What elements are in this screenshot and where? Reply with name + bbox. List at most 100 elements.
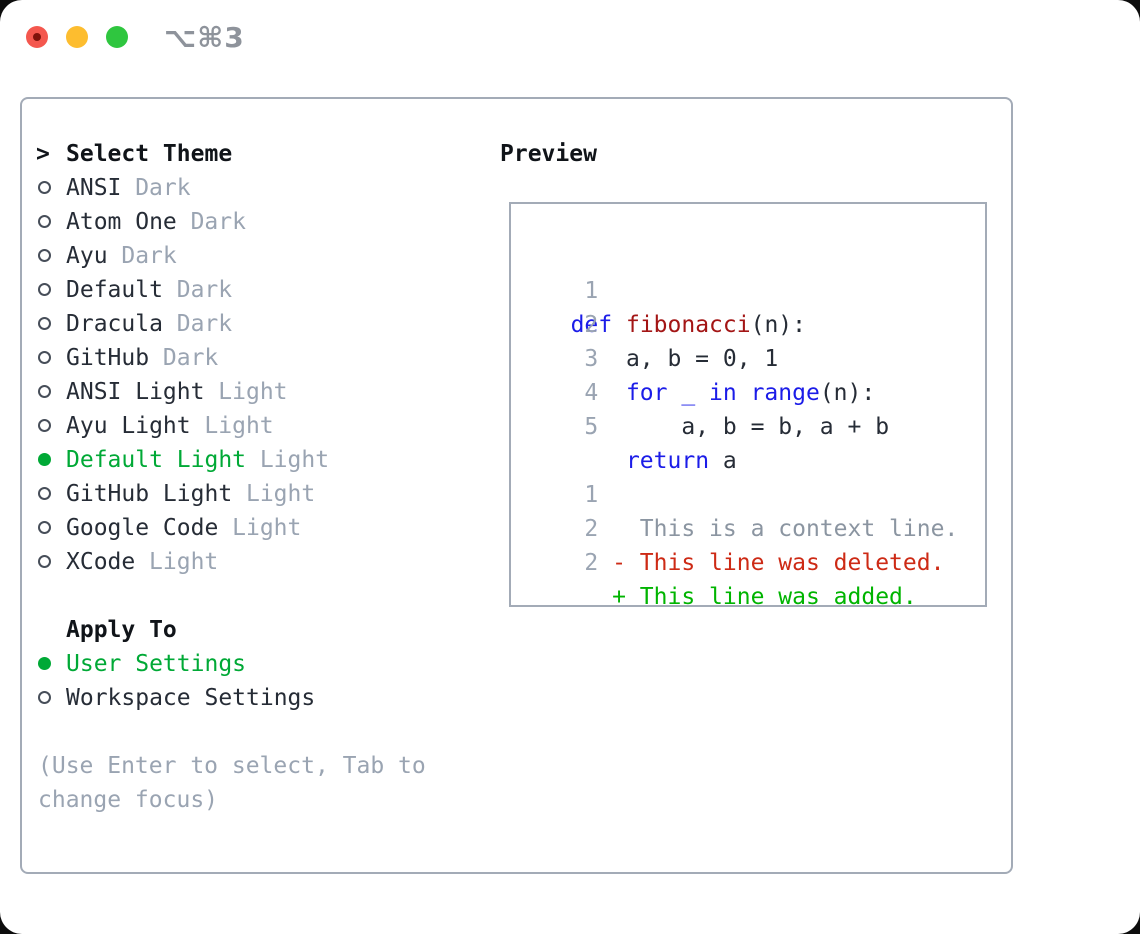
theme-option-row[interactable]: Ayu Dark — [38, 239, 478, 273]
code-token: fibonacci — [625, 312, 751, 338]
preview-code-line: 2 + This line was added. — [529, 512, 985, 605]
preview-code-line: 5 return a — [529, 376, 985, 474]
code-token: a, b = 0, 1 — [556, 346, 779, 372]
titlebar — [26, 26, 128, 48]
radio-slot — [38, 205, 52, 239]
radio-slot — [38, 545, 52, 579]
theme-list-column: > Select Theme ANSI Dark Atom One Dark A… — [36, 137, 478, 817]
help-text-line1: (Use Enter to select, Tab to — [38, 753, 426, 779]
theme-option-row[interactable]: Ayu Light Light — [38, 409, 478, 443]
code-token: a, b = b, a + b — [556, 414, 890, 440]
theme-option-row[interactable]: Dracula Dark — [38, 307, 478, 341]
radio-icon — [38, 486, 51, 500]
theme-variant: Light — [259, 447, 330, 473]
radio-slot — [38, 681, 52, 715]
radio-slot — [38, 443, 52, 477]
select-theme-title: Select Theme — [66, 141, 233, 167]
radio-slot — [38, 341, 52, 375]
line-number: 2 — [584, 550, 599, 576]
apply-option-row[interactable]: User Settings — [38, 647, 478, 681]
code-token: return — [625, 448, 710, 474]
zoom-button[interactable] — [106, 26, 128, 48]
code-token: (n): — [819, 380, 876, 406]
theme-option-row[interactable]: Default Dark — [38, 273, 478, 307]
close-button[interactable] — [26, 26, 48, 48]
preview-code-line: 1 def fibonacci(n): — [529, 240, 985, 338]
theme-option-row[interactable]: ANSI Light Light — [38, 375, 478, 409]
preview-code-line: 4 a, b = b, a + b — [529, 342, 985, 440]
code-token — [612, 312, 626, 338]
apply-to-title: Apply To — [66, 617, 177, 643]
radio-slot — [38, 375, 52, 409]
apply-to-header: Apply To — [38, 613, 478, 647]
theme-name: Ayu Light — [66, 413, 191, 439]
minimize-button[interactable] — [66, 26, 88, 48]
radio-slot — [38, 409, 52, 443]
theme-variant: Light — [149, 549, 219, 575]
radio-selected-icon — [38, 656, 51, 670]
theme-name: GitHub Light — [66, 481, 233, 507]
preview-title: Preview — [500, 141, 597, 167]
radio-icon — [38, 520, 51, 534]
radio-slot — [38, 273, 52, 307]
theme-name: ANSI — [66, 175, 122, 201]
radio-icon — [38, 690, 51, 704]
theme-option-row[interactable]: Google Code Light — [38, 511, 478, 545]
preview-code-line: 3 for _ in range(n): — [529, 308, 985, 406]
theme-option-row[interactable]: GitHub Dark — [38, 341, 478, 375]
theme-name: ANSI Light — [66, 379, 205, 405]
help-text-line2: change focus) — [38, 787, 219, 813]
radio-icon — [38, 554, 51, 568]
line-number: 1 — [584, 482, 599, 508]
apply-option-row[interactable]: Workspace Settings — [38, 681, 478, 715]
radio-icon — [38, 384, 51, 398]
theme-variant: Light — [218, 379, 288, 405]
radio-icon — [38, 282, 51, 296]
theme-name: Google Code — [66, 515, 219, 541]
theme-variant: Light — [204, 413, 274, 439]
line-number: 5 — [584, 414, 599, 440]
theme-option-row[interactable]: GitHub Light Light — [38, 477, 478, 511]
window-shortcut-label: ⌥⌘3 — [164, 21, 245, 54]
line-number: 4 — [584, 380, 599, 406]
theme-option-row[interactable]: XCode Light — [38, 545, 478, 579]
radio-slot — [38, 307, 52, 341]
code-token: - This line was deleted. — [556, 550, 945, 576]
theme-variant: Light — [245, 481, 316, 507]
apply-option-label: User Settings — [66, 651, 247, 677]
cursor-slot: > — [36, 137, 52, 171]
radio-icon — [38, 180, 51, 194]
code-token: This is a context line. — [556, 516, 959, 542]
radio-icon — [38, 248, 51, 262]
theme-option-row[interactable]: Atom One Dark — [38, 205, 478, 239]
code-token: + This line was added. — [556, 584, 917, 607]
line-number: 1 — [584, 278, 599, 304]
theme-variant: Light — [232, 515, 302, 541]
select-theme-header: > Select Theme — [36, 137, 478, 171]
radio-selected-icon — [38, 452, 51, 466]
theme-name: XCode — [66, 549, 136, 575]
radio-icon — [38, 214, 51, 228]
radio-icon — [38, 316, 51, 330]
theme-variant: Dark — [135, 175, 191, 201]
code-token: def — [570, 312, 613, 338]
apply-option-label: Workspace Settings — [66, 685, 316, 711]
radio-slot — [38, 239, 52, 273]
preview-code-line: 1 This is a context line. — [529, 444, 985, 542]
theme-option-row[interactable]: ANSI Dark — [38, 171, 478, 205]
theme-options-list: ANSI Dark Atom One Dark Ayu Dark Default… — [38, 171, 478, 579]
theme-option-row[interactable]: Default Light Light — [38, 443, 478, 477]
theme-name: Default — [66, 277, 163, 303]
theme-variant: Dark — [176, 311, 233, 337]
theme-variant: Dark — [121, 243, 177, 269]
radio-slot — [38, 477, 52, 511]
radio-icon — [38, 350, 51, 364]
theme-variant: Dark — [190, 209, 246, 235]
theme-variant: Dark — [162, 345, 219, 371]
marker-slot-empty — [38, 613, 52, 647]
theme-name: Atom One — [66, 209, 177, 235]
radio-slot — [38, 511, 52, 545]
theme-preview-box: 1 def fibonacci(n): 2 a, b = 0, 1 3 for … — [509, 202, 987, 607]
line-number: 2 — [584, 516, 599, 542]
theme-name: Dracula — [66, 311, 163, 337]
